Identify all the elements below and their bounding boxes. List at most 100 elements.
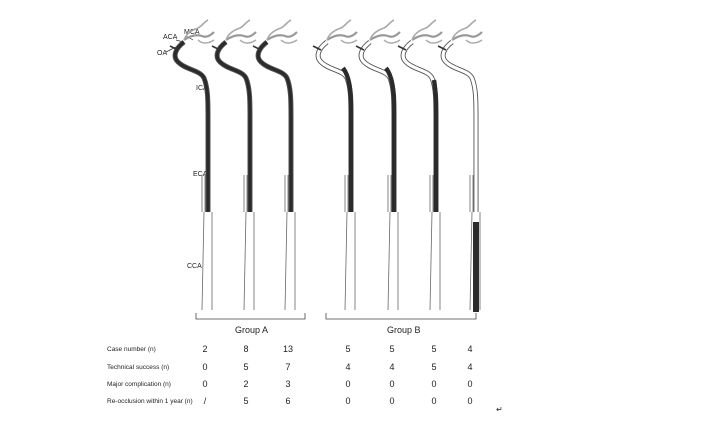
pca-branch	[340, 39, 358, 44]
ica-outline	[358, 40, 397, 212]
aca-branch	[225, 19, 251, 41]
cca-line-left	[387, 211, 391, 311]
pca-branch	[280, 39, 298, 44]
ica-lumen	[173, 40, 210, 212]
table-cell-r3-c7: 0	[467, 379, 472, 389]
row-label-technical-success: Technical success (n)	[107, 364, 169, 371]
row-label-reocclusion: Re-occlusion within 1 year (n)	[107, 398, 193, 405]
pca-branch	[425, 39, 443, 44]
row-label-major-complication: Major complication (n)	[107, 381, 171, 388]
label-aca: ACA	[163, 34, 178, 41]
cca-line-left	[344, 211, 348, 311]
table-cell-r2-c6: 5	[431, 362, 436, 372]
table-cell-r1-c2: 8	[243, 344, 248, 354]
mca-branch	[266, 31, 298, 41]
vessel-column-6	[397, 19, 443, 311]
table-cell-r3-c2: 2	[243, 379, 248, 389]
vessel-column-2	[211, 19, 257, 311]
ica-outline	[400, 40, 439, 212]
table-cell-r4-c2: 5	[243, 396, 248, 406]
mca-branch	[225, 31, 257, 41]
table-cell-r4-c6: 0	[431, 396, 436, 406]
table-cell-r1-c4: 5	[345, 344, 350, 354]
ica-occluded-segment	[341, 66, 354, 212]
table-cell-r1-c5: 5	[389, 344, 394, 354]
table-cell-r1-c6: 5	[431, 344, 436, 354]
ica-outline	[255, 40, 294, 212]
aca-branch	[326, 19, 352, 41]
mca-branch	[411, 31, 443, 41]
vessel-column-1	[169, 19, 215, 311]
oa-branch	[397, 45, 407, 51]
group-b-bracket	[325, 313, 477, 320]
ica-lumen	[215, 40, 252, 212]
aca-branch	[266, 19, 292, 41]
ica-lumen	[256, 40, 293, 212]
table-cell-r4-c5: 0	[389, 396, 394, 406]
cca-line-left	[243, 211, 247, 311]
mca-branch	[183, 31, 215, 41]
mca-branch	[451, 31, 483, 41]
ica-occluded-segment	[384, 66, 397, 212]
pca-branch	[239, 39, 257, 44]
vessel-column-3	[252, 19, 298, 311]
row-label-case-number: Case number (n)	[107, 346, 156, 353]
table-cell-r3-c3: 3	[285, 379, 290, 389]
table-cell-r4-c1: /	[204, 396, 207, 406]
cca-line-left	[284, 211, 288, 311]
cca-line-left	[201, 211, 205, 311]
vessel-column-5	[355, 19, 401, 311]
table-cell-r2-c2: 5	[243, 362, 248, 372]
group-a-label: Group A	[235, 325, 268, 335]
ica-lumen	[441, 40, 478, 212]
oa-branch	[355, 45, 365, 51]
label-eca: ECA	[193, 171, 208, 178]
aca-branch	[451, 19, 477, 41]
table-cell-r3-c1: 0	[202, 379, 207, 389]
table-cell-r3-c4: 0	[345, 379, 350, 389]
vessel-column-7	[437, 19, 483, 312]
table-cell-r1-c1: 2	[202, 344, 207, 354]
oa-branch	[437, 45, 447, 51]
label-cca: CCA	[187, 263, 202, 270]
table-cell-r1-c3: 13	[283, 344, 293, 354]
label-oa: OA	[157, 50, 167, 57]
ica-outline	[440, 40, 479, 212]
ica-outline	[214, 40, 253, 212]
oa-branch	[169, 45, 179, 51]
ica-occluded-segment	[431, 79, 439, 212]
ica-outline	[315, 40, 354, 212]
mca-branch	[326, 31, 358, 41]
cca-line-left	[469, 211, 473, 311]
group-b-label: Group B	[387, 325, 421, 335]
table-cell-r3-c6: 0	[431, 379, 436, 389]
vessel-illustrations	[169, 19, 483, 312]
vessel-column-4	[312, 19, 358, 311]
pca-branch	[383, 39, 401, 44]
ica-outline	[172, 40, 211, 212]
cca-line-left	[429, 211, 433, 311]
table-cell-r4-c3: 6	[285, 396, 290, 406]
label-ica: ICA	[196, 85, 208, 92]
aca-branch	[369, 19, 395, 41]
oa-branch	[312, 45, 322, 51]
cca-occluded-segment	[473, 222, 479, 312]
table-cell-r1-c7: 4	[467, 344, 472, 354]
end-of-paragraph-mark: ↵	[496, 405, 503, 414]
pca-branch	[197, 39, 215, 44]
table-cell-r4-c7: 0	[467, 396, 472, 406]
table-cell-r3-c5: 0	[389, 379, 394, 389]
table-cell-r2-c1: 0	[202, 362, 207, 372]
oa-branch	[252, 45, 262, 51]
aca-branch	[183, 19, 209, 41]
pca-branch	[465, 39, 483, 44]
table-cell-r4-c4: 0	[345, 396, 350, 406]
label-mca: MCA	[184, 29, 200, 36]
table-cell-r2-c7: 4	[467, 362, 472, 372]
oa-branch	[211, 45, 221, 51]
group-a-bracket	[195, 313, 306, 320]
aca-branch	[411, 19, 437, 41]
table-cell-r2-c5: 4	[389, 362, 394, 372]
